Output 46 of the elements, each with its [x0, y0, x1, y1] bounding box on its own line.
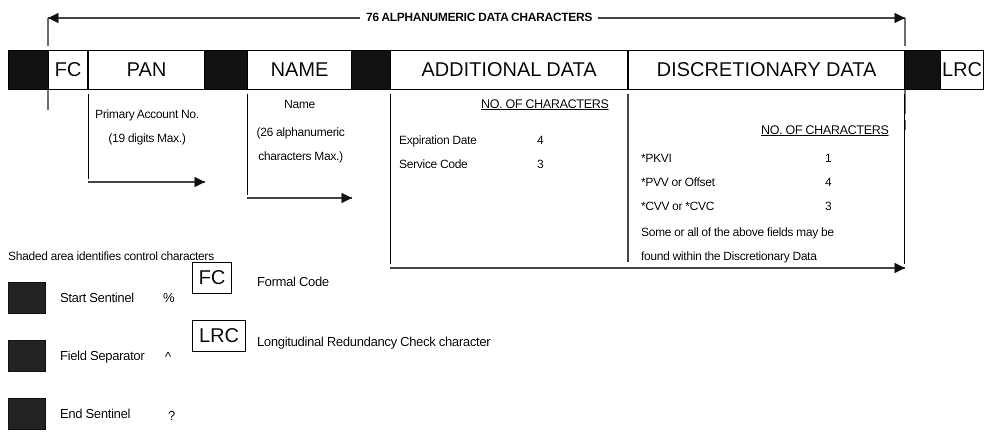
detail-text: 3	[825, 198, 832, 214]
field-label: DISCRETIONARY DATA	[656, 62, 876, 78]
field-box	[192, 262, 232, 294]
field-label: NAME	[270, 62, 328, 78]
symbol-char: ^	[165, 349, 171, 365]
field-label: FC	[54, 62, 82, 78]
field-label: LRC	[198, 328, 239, 344]
field-box	[390, 50, 628, 90]
legend-text: Field Separator	[60, 348, 144, 364]
field-label: ADDITIONAL DATA	[421, 62, 597, 78]
detail-text: NO. OF CHARACTERS	[761, 122, 889, 138]
detail-text: Service Code	[399, 156, 468, 172]
field-label: LRC	[942, 62, 982, 78]
field-label: FC	[198, 270, 226, 286]
legend-heading: Shaded area identifies control characters	[8, 248, 214, 264]
control-character-block	[352, 50, 390, 90]
control-character-block	[8, 50, 48, 90]
detail-text: Name	[283, 96, 316, 112]
detail-text: Primary Account No. (19 digits Max.)	[94, 106, 200, 147]
field-box	[940, 50, 984, 90]
detail-text: *CVV or *CVC	[641, 198, 714, 214]
legend-text: End Sentinel	[60, 406, 130, 422]
field-box	[88, 50, 205, 90]
field-box	[247, 50, 352, 90]
field-box	[192, 320, 246, 352]
legend-description: Longitudinal Redundancy Check character	[257, 334, 490, 350]
detail-text: 1	[825, 150, 832, 166]
detail-text: *PKVI	[641, 150, 672, 166]
detail-text: NO. OF CHARACTERS	[481, 96, 609, 112]
symbol-char: ?	[168, 408, 175, 424]
detail-text: Some or all of the above fields may be found within the Discretionary Data	[641, 224, 835, 265]
legend-text: Start Sentinel	[60, 290, 134, 306]
detail-text: Expiration Date	[399, 132, 477, 148]
control-character-block	[205, 50, 247, 90]
legend-description: Formal Code	[257, 274, 329, 290]
detail-text: 3	[537, 156, 544, 172]
field-box	[628, 50, 905, 90]
field-box	[48, 50, 88, 90]
field-detail-panel	[390, 94, 905, 264]
detail-text: 4	[537, 132, 544, 148]
control-character-block	[905, 50, 940, 90]
detail-text: (26 alphanumeric characters Max.)	[256, 124, 346, 165]
detail-text: 4	[825, 174, 832, 190]
field-label: PAN	[126, 62, 166, 78]
detail-text: *PVV or Offset	[641, 174, 715, 190]
symbol-char: %	[163, 290, 174, 306]
